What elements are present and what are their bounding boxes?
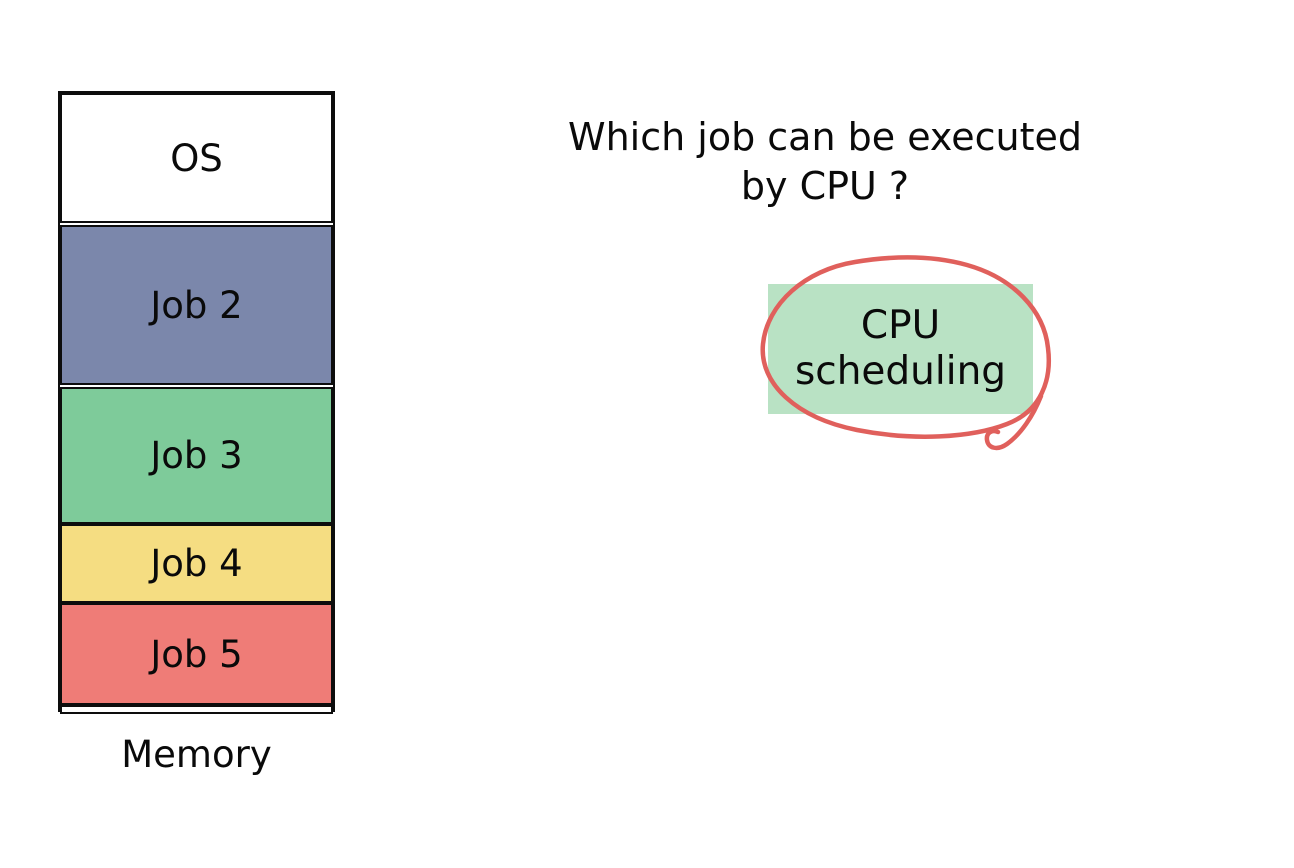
cpu-scheduling-callout: CPU scheduling <box>745 248 1065 463</box>
memory-block-label: Job 4 <box>150 542 243 585</box>
cpu-scheduling-label: CPU scheduling <box>768 284 1033 414</box>
memory-caption: Memory <box>121 733 272 776</box>
hand-drawn-ellipse-path <box>760 255 1051 439</box>
memory-block-job-2: Job 2 <box>60 225 333 385</box>
question-heading: Which job can be executed by CPU ? <box>568 115 1082 208</box>
cpu-scheduling-highlight-box <box>768 284 1033 414</box>
hand-drawn-ellipse-tail <box>984 393 1044 451</box>
memory-block-job-3: Job 3 <box>60 387 333 524</box>
memory-block-label: Job 5 <box>150 632 243 676</box>
memory-block-job-4: Job 4 <box>60 524 333 603</box>
memory-block-os: OS <box>60 93 333 223</box>
hand-drawn-ellipse-annotation <box>760 255 1051 451</box>
memory-block-free <box>60 705 333 714</box>
memory-block-job-5: Job 5 <box>60 603 333 705</box>
memory-diagram: OS Job 2 Job 3 Job 4 Job 5 <box>58 91 335 714</box>
memory-block-label: Job 2 <box>150 283 243 327</box>
memory-block-label: OS <box>170 136 223 180</box>
cpu-scheduling-label-line1: CPU <box>860 302 941 348</box>
memory-block-label: Job 3 <box>150 434 243 477</box>
cpu-scheduling-label-line2: scheduling <box>794 349 1007 394</box>
